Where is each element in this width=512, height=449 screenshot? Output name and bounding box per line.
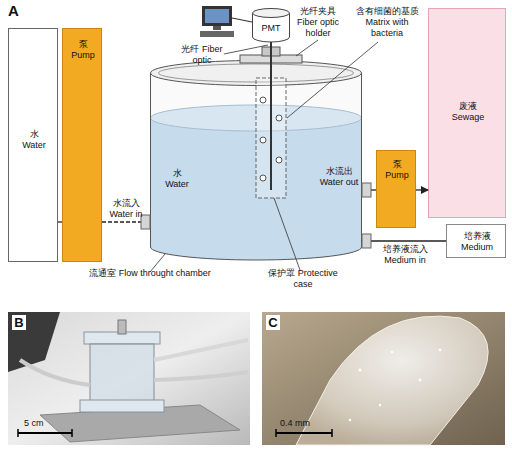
bacteria-matrix [260,97,266,103]
bacteria-dot [419,379,422,382]
bacteria-matrix [260,137,266,143]
pmt-detector: PMT [252,8,290,42]
node-label: 泵 Pump [67,39,99,61]
outlet-port [362,183,371,197]
flow-connector [416,189,428,190]
photo-c [262,312,505,445]
node-label: 水 Water [18,129,50,151]
computer-monitor [202,6,232,26]
scale-label: 0.4 mm [280,418,328,429]
scale-bar-tick [17,429,19,437]
medium-tank: 培养液 Medium [446,224,506,258]
computer-stand [213,26,221,30]
edge-label: 培养液流入 Medium in [366,244,444,266]
scale-bar-tick [331,429,333,437]
leader-line [296,40,318,56]
bacteria-matrix [276,157,282,163]
node-label: 培养液 Medium [455,231,499,253]
photo-b-fiber-holder [118,320,126,334]
bacteria-matrix [260,175,266,181]
bacteria-dot [439,349,442,352]
pmt-cable [232,18,252,22]
bacteria-dot [349,419,351,421]
computer-screen [205,9,229,23]
chamber-rim-inner [159,64,354,82]
bacteria-dot [379,404,381,406]
edge-label: 水流入 Water in [104,198,148,220]
flow-connector [58,221,62,222]
node-label: PMT [252,23,290,34]
photo-b-flange [80,400,164,412]
node-label: 泵 Pump [381,159,413,181]
photo-b-tube [154,340,248,360]
scale-label: 5 cm [24,418,64,429]
leader-line [224,45,268,54]
fiber-optic [270,42,272,190]
water-tank: 水 Water [8,28,58,262]
part-label: 光纤 Fiber optic [178,44,226,66]
scale-bar [276,432,332,434]
flow-connector [362,240,446,241]
chamber-rim [151,61,362,86]
panel-letter: C [266,315,280,330]
pump-box: 泵 Pump [62,28,102,262]
panel-letter: B [12,315,26,330]
medium-port [362,234,371,248]
bacteria-dot [391,351,393,353]
pmt-top [253,9,290,18]
scale-bar-tick [71,429,73,437]
part-label: 流通室 Flow throught chamber [88,268,212,279]
photo-b [8,312,250,445]
part-label: 保护罩 Protective case [262,268,344,290]
node-label: 废液 Sewage [443,101,493,123]
photo-b-tube [154,372,248,380]
chamber-outline [151,73,362,260]
computer-keyboard [200,31,234,37]
photo-b-cylinder [90,344,154,402]
scale-bar [18,432,72,434]
photo-b-dark-object [8,312,60,372]
sewage-tank: 废液 Sewage [428,8,506,218]
photo-b-tube [20,360,90,385]
edge-label: 水流出 Water out [318,166,360,188]
chamber-body [151,73,362,260]
node-label: 水 Water [162,168,192,190]
scale-bar-tick [275,429,277,437]
chamber-water [151,118,362,260]
bacteria-matrix [276,115,282,121]
pump-box: 泵 Pump [376,150,416,228]
part-label: 光纤夹具 Fiber optic holder [292,6,344,39]
bacteria-dot [359,369,362,372]
panel-letter: A [8,2,28,19]
water-surface [151,105,362,131]
part-label: 含有细菌的基质 Matrix with bacteria [350,6,424,39]
gel-tip [296,316,488,445]
